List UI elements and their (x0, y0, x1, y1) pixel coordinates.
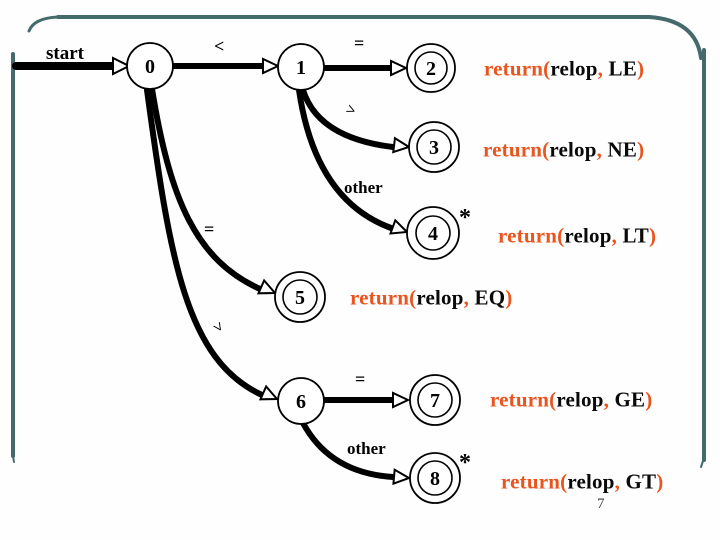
edge-label-1-4: other (344, 178, 383, 197)
edge-0-1 (170, 57, 281, 75)
state-node-7 (409, 374, 461, 426)
return-separator: , (596, 137, 603, 162)
state-label-8: 8 (430, 468, 440, 490)
state-label-3: 3 (429, 137, 439, 159)
state-node-6 (277, 377, 325, 425)
return-action-eq: return(relop, EQ) (350, 285, 513, 310)
state-node-0 (126, 42, 174, 90)
return-close: ) (649, 223, 657, 248)
edge-label-6-8: other (347, 439, 386, 458)
return-prefix: return( (483, 137, 550, 162)
return-separator: , (603, 387, 610, 412)
edge-0-5 (149, 86, 278, 295)
return-prefix: return( (498, 223, 565, 248)
state-label-6: 6 (296, 391, 306, 413)
edge-label-0-1: < (214, 36, 225, 56)
state-node-5 (274, 271, 326, 323)
return-separator: , (463, 285, 470, 310)
state-node-3 (408, 121, 460, 173)
return-code: NE (602, 137, 638, 162)
lookahead-star-state-4: * (459, 205, 471, 231)
state-node-4 (406, 206, 460, 260)
return-arg: relop (416, 285, 464, 310)
return-prefix: return( (490, 387, 557, 412)
return-arg: relop (556, 387, 604, 412)
return-close: ) (505, 285, 513, 310)
return-action-le: return(relop, LE) (484, 56, 645, 81)
return-close: ) (656, 469, 664, 494)
edge-1-2 (321, 59, 409, 77)
edge-0-6 (144, 87, 280, 401)
return-prefix: return( (484, 56, 551, 81)
state-node-1 (277, 43, 325, 91)
return-close: ) (637, 137, 645, 162)
return-arg: relop (564, 223, 612, 248)
return-code: LT (617, 223, 649, 248)
edge-label-6-7: = (355, 369, 366, 389)
return-arg: relop (567, 469, 615, 494)
edge-1-3 (300, 87, 412, 154)
frame-left-tip (12, 455, 15, 463)
edge-1-4 (296, 87, 410, 235)
return-prefix: return( (501, 469, 568, 494)
return-action-ne: return(relop, NE) (483, 137, 645, 162)
edge-label-start: start (46, 43, 84, 64)
state-node-8 (409, 452, 461, 504)
frame-right-tip (700, 457, 705, 468)
state-label-4: 4 (428, 223, 438, 245)
return-separator: , (614, 469, 621, 494)
frame-top-left-arc (27, 15, 60, 33)
return-separator: , (611, 223, 618, 248)
return-code: GE (609, 387, 646, 412)
state-label-5: 5 (295, 287, 305, 309)
lookahead-star-state-8: * (459, 450, 471, 476)
return-close: ) (636, 56, 645, 81)
return-arg: relop (550, 56, 598, 81)
return-action-ge: return(relop, GE) (490, 387, 653, 412)
return-code: LE (603, 56, 637, 81)
state-label-2: 2 (426, 58, 436, 80)
slide-frame-border (11, 15, 706, 468)
return-action-gt: return(relop, GT) (501, 469, 664, 494)
return-prefix: return( (350, 285, 417, 310)
edge-label-0-5: = (204, 219, 215, 239)
frame-top-right-arc (647, 15, 703, 60)
return-code: EQ (469, 285, 506, 310)
return-code: GT (620, 469, 657, 494)
return-separator: , (597, 56, 604, 81)
edge-6-8 (300, 420, 412, 486)
return-action-lt: return(relop, LT) (498, 223, 657, 248)
state-label-7: 7 (430, 390, 440, 412)
edge-6-7 (322, 391, 411, 409)
page-number: 7 (597, 496, 605, 512)
edge-start-0 (12, 56, 132, 76)
state-node-2 (406, 43, 456, 93)
return-arg: relop (549, 137, 597, 162)
state-label-1: 1 (296, 57, 306, 79)
edge-label-1-2: = (354, 33, 365, 53)
return-close: ) (645, 387, 653, 412)
state-label-0: 0 (145, 56, 155, 78)
